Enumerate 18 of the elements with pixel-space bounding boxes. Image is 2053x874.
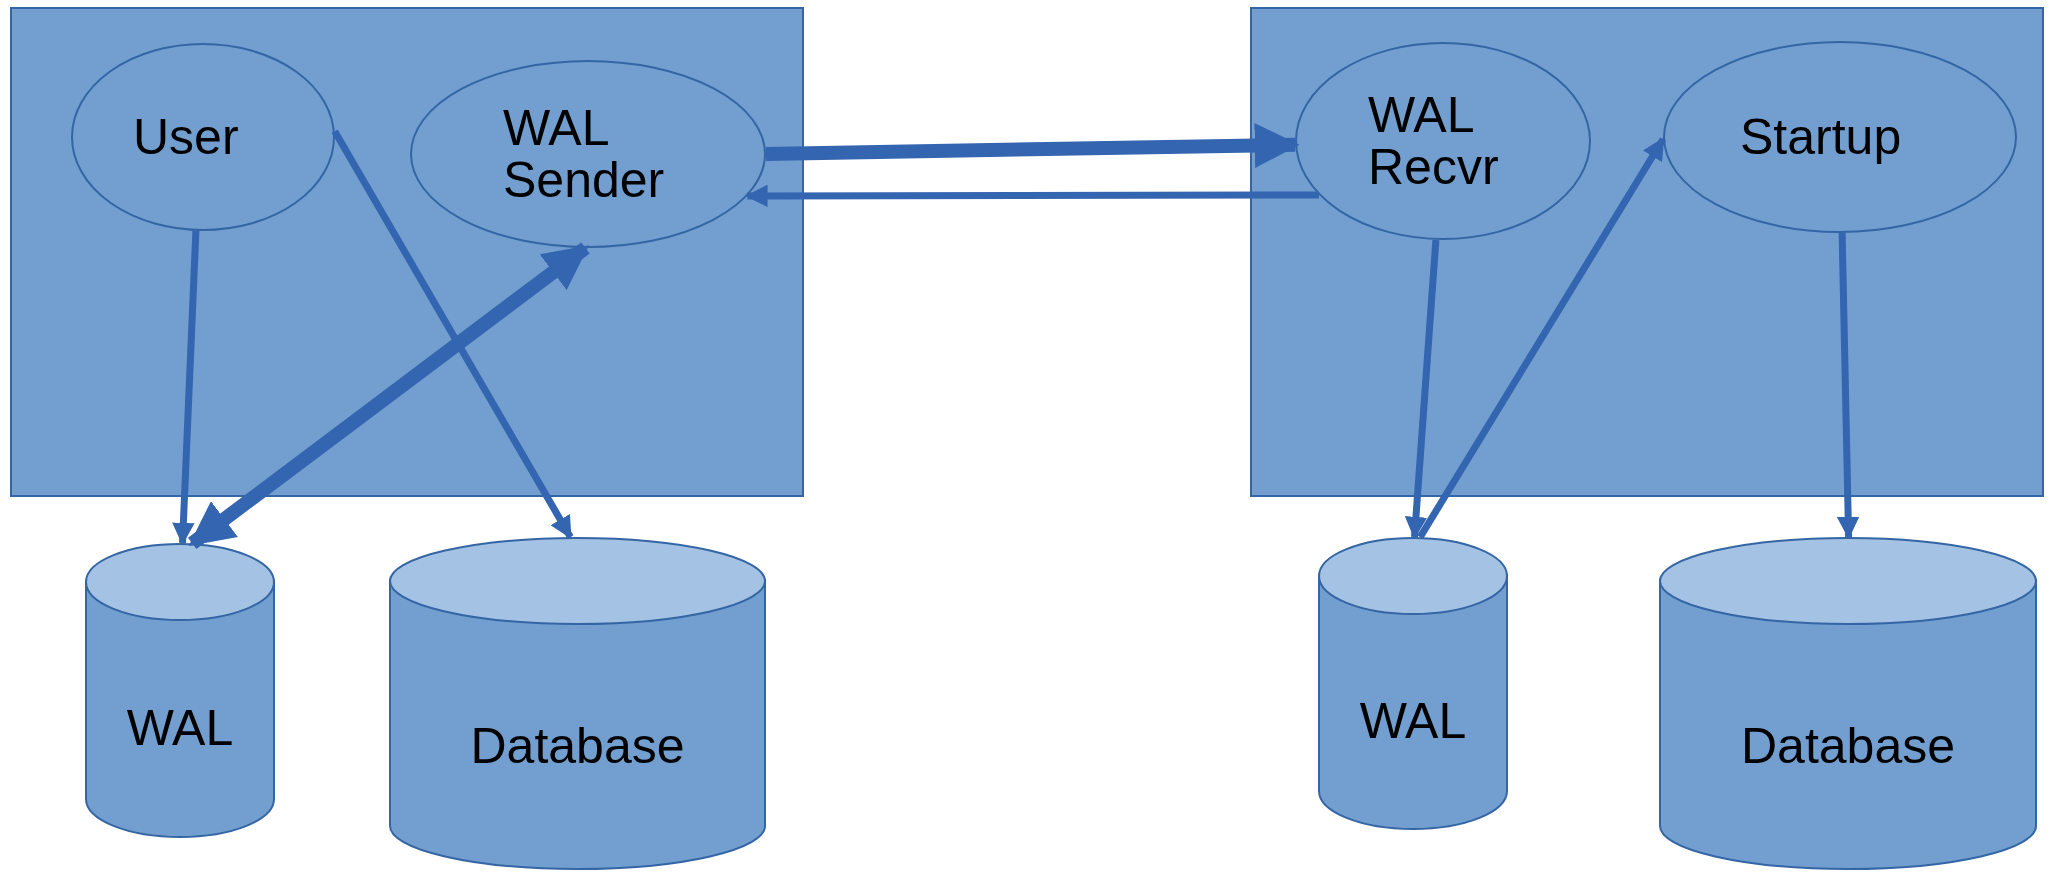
node-label: WAL Sender	[503, 101, 666, 207]
node-label: Startup	[1740, 110, 1903, 164]
arrow	[188, 242, 590, 549]
node-label: Database	[1740, 720, 1955, 773]
arrow	[1836, 232, 1860, 540]
node-label: WAL	[126, 702, 234, 755]
node-label: Database	[470, 720, 685, 773]
arrow	[1417, 137, 1666, 539]
arrow	[745, 184, 1319, 208]
arrow	[765, 123, 1300, 168]
arrow	[331, 129, 574, 539]
server-panel	[10, 7, 804, 497]
node-label: WAL Recvr	[1368, 88, 1500, 194]
arrow	[172, 230, 200, 546]
server-panel	[1250, 7, 2044, 497]
node-label: User	[133, 110, 240, 164]
arrow	[1404, 239, 1440, 540]
node-label: WAL	[1359, 695, 1467, 748]
